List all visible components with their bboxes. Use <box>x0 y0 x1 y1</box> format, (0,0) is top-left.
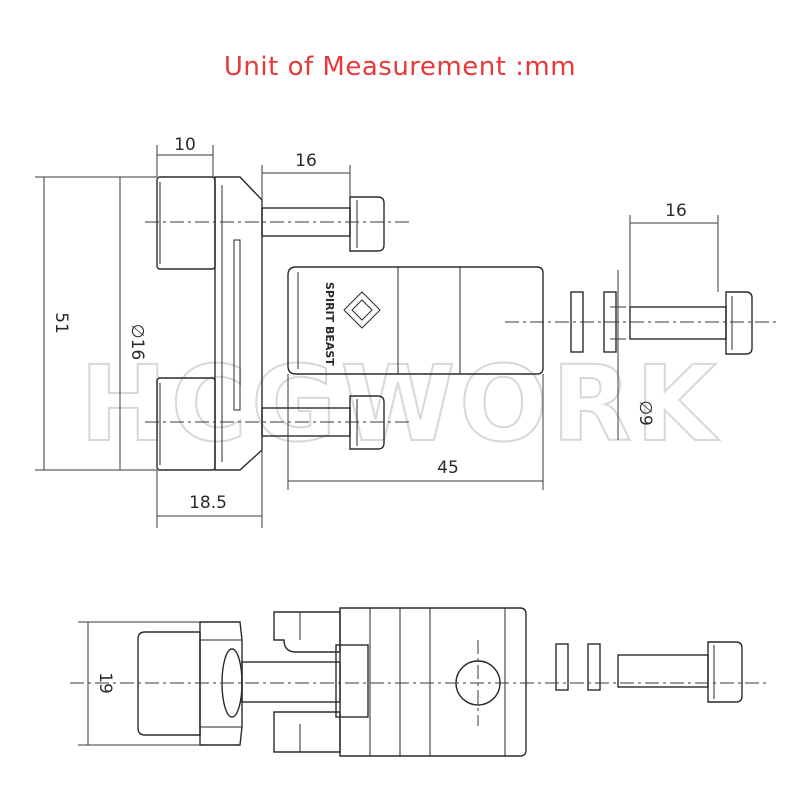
svg-text:∅16: ∅16 <box>127 324 147 360</box>
right-bolt-head <box>725 291 753 355</box>
watermark-text: HCGWORK <box>80 343 721 465</box>
svg-text:45: 45 <box>437 458 459 478</box>
top-bolt-head <box>349 196 385 252</box>
side-body <box>339 607 527 757</box>
dimension-16-right: 16 <box>629 201 719 307</box>
brand-text: SPIRIT BEAST <box>323 282 336 366</box>
side-washer-1 <box>555 643 569 691</box>
brand-logo: SPIRIT BEAST <box>323 282 381 366</box>
clevis-lower-arm <box>273 711 341 753</box>
dimension-18-5: 18.5 <box>156 450 263 528</box>
dimension-phi9: ∅9 <box>610 270 655 440</box>
dimension-10: 10 <box>156 135 214 177</box>
svg-text:19: 19 <box>95 672 115 694</box>
upper-mount-block <box>156 176 216 270</box>
side-bolt-head <box>707 641 743 703</box>
clevis-upper-arm <box>273 611 341 653</box>
side-bolt-shank <box>617 654 709 688</box>
dimension-45: 45 <box>287 374 544 490</box>
svg-text:51: 51 <box>51 312 71 334</box>
dimension-16-top: 16 <box>261 151 351 208</box>
clamp-head <box>335 644 369 718</box>
lower-bolt-head <box>349 395 385 450</box>
bottom-view: 19 <box>70 607 770 757</box>
svg-text:10: 10 <box>174 135 196 155</box>
shaft <box>241 661 341 703</box>
cylinder-body <box>287 266 544 375</box>
svg-text:18.5: 18.5 <box>189 493 227 513</box>
dimension-phi16: ∅16 <box>110 176 157 471</box>
side-washer-2 <box>587 643 601 691</box>
svg-text:16: 16 <box>665 201 687 221</box>
dimension-19: 19 <box>78 621 200 746</box>
top-view: SPIRIT BEAST 10 16 <box>35 135 778 528</box>
unit-of-measurement-title: Unit of Measurement :mm <box>223 52 577 82</box>
side-cap <box>137 631 201 736</box>
svg-text:16: 16 <box>295 151 317 171</box>
svg-text:∅9: ∅9 <box>635 400 655 426</box>
right-bolt-shank <box>629 306 727 340</box>
